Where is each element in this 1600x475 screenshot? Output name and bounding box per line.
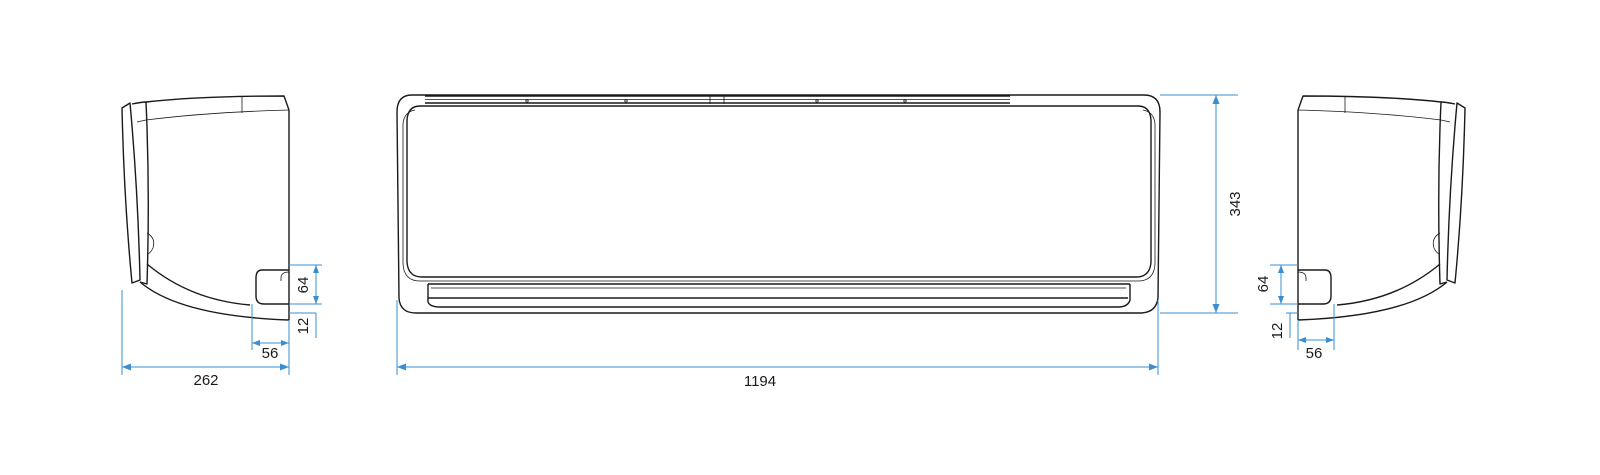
front-unit-outline [396,94,1161,314]
dimension-outlet-width: 56 [252,340,289,362]
dimension-outlet-offset-right: 12 [1269,323,1286,340]
dimension-label-outlet-width-right: 56 [1306,345,1323,362]
dimension-outlet-width-right: 56 [1298,337,1334,362]
side-unit-outline [121,95,290,321]
front-view: 1194 343 [396,94,1244,390]
side-unit-outline-mirrored [1297,95,1466,321]
dimension-outlet-height: 64 [295,265,319,304]
dimension-label-outlet-height-right: 64 [1255,276,1272,293]
dimension-outlet-height-right: 64 [1255,265,1284,304]
dimension-height: 343 [1212,95,1244,313]
dimension-width: 1194 [397,363,1158,390]
dimension-depth: 262 [122,363,289,389]
dimension-label-height: 343 [1227,191,1244,216]
dimension-label-depth: 262 [193,372,218,389]
dimension-label-outlet-offset-right: 12 [1269,323,1286,340]
side-view-left: 262 56 64 12 [121,95,322,389]
dimension-label-outlet-height: 64 [295,277,312,294]
dimension-label-outlet-offset: 12 [295,318,312,335]
dimension-outlet-offset: 12 [295,318,312,335]
dimension-label-outlet-width: 56 [262,345,279,362]
dimension-label-width: 1194 [744,373,776,390]
side-view-right: 64 12 56 [1255,95,1466,362]
